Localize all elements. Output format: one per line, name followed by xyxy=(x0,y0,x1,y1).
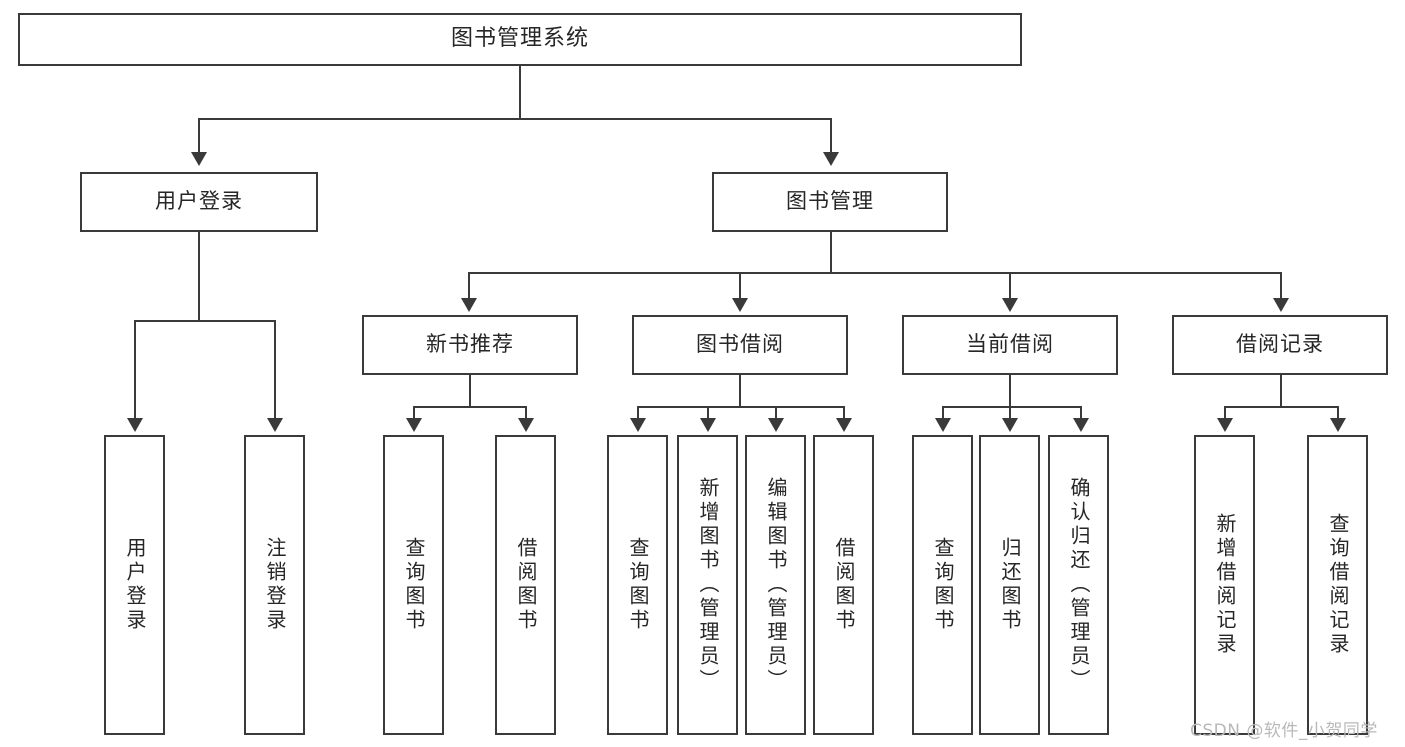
connector-book-borrow-leaf-3 xyxy=(775,406,777,418)
leaf-query-borrow-record[interactable]: 查询借阅记录 xyxy=(1307,435,1368,735)
connector-borrow-record-leaf-2 xyxy=(1337,406,1339,418)
node-label: 图书管理 xyxy=(786,189,874,214)
node-label: 注销登录 xyxy=(263,537,287,633)
arrowhead-leaf-add-record xyxy=(1217,418,1233,432)
node-label: 当前借阅 xyxy=(966,332,1054,357)
arrowhead-leaf-confirm-return xyxy=(1073,418,1089,432)
node-label: 查询图书 xyxy=(402,537,426,633)
arrowhead-leaf-return-book xyxy=(1002,418,1018,432)
node-new-book-recommend[interactable]: 新书推荐 xyxy=(362,315,578,375)
connector-user-login-to-leaf-1 xyxy=(134,320,136,418)
connector-current-borrow-leaf-1 xyxy=(942,406,944,418)
arrowhead-leaf-query-record xyxy=(1330,418,1346,432)
connector-to-borrow-record xyxy=(1280,272,1282,298)
node-label: 借阅图书 xyxy=(832,537,856,633)
connector-book-manage-stem xyxy=(830,232,832,272)
connector-book-borrow-leaf-2 xyxy=(707,406,709,418)
node-user-login[interactable]: 用户登录 xyxy=(80,172,318,232)
connector-book-borrow-bus xyxy=(637,406,843,408)
connector-current-borrow-leaf-3 xyxy=(1080,406,1082,418)
connector-book-borrow-stem xyxy=(739,375,741,406)
arrowhead-book-borrow xyxy=(732,298,748,312)
node-label: 新书推荐 xyxy=(426,332,514,357)
csdn-watermark: CSDN @软件_小贺同学 xyxy=(1190,721,1378,741)
node-label: 借阅图书 xyxy=(514,537,538,633)
connector-root-to-user-login xyxy=(198,118,200,152)
connector-to-new-book xyxy=(468,272,470,298)
arrowhead-borrow-record xyxy=(1273,298,1289,312)
connector-current-borrow-bus xyxy=(942,406,1080,408)
arrowhead-user-login xyxy=(191,152,207,166)
node-label: 用户登录 xyxy=(123,537,147,633)
connector-user-login-stem xyxy=(198,232,200,320)
connector-root-stem xyxy=(519,66,521,118)
arrowhead-leaf-logout xyxy=(267,418,283,432)
connector-to-current-borrow xyxy=(1009,272,1011,298)
node-label: 图书管理系统 xyxy=(450,26,589,52)
node-label: 确认归还（管理员） xyxy=(1067,477,1091,693)
node-current-borrow[interactable]: 当前借阅 xyxy=(902,315,1118,375)
connector-new-book-stem xyxy=(469,375,471,406)
leaf-add-borrow-record[interactable]: 新增借阅记录 xyxy=(1194,435,1255,735)
leaf-query-book-borrow[interactable]: 查询图书 xyxy=(607,435,668,735)
arrowhead-leaf-query-book-1 xyxy=(406,418,422,432)
arrowhead-new-book-recommend xyxy=(461,298,477,312)
arrowhead-leaf-borrow-book-1 xyxy=(518,418,534,432)
connector-book-borrow-leaf-1 xyxy=(637,406,639,418)
node-label: 用户登录 xyxy=(155,189,243,214)
arrowhead-leaf-add-book xyxy=(700,418,716,432)
node-book-management[interactable]: 图书管理 xyxy=(712,172,948,232)
connector-borrow-record-stem xyxy=(1280,375,1282,406)
connector-current-borrow-leaf-2 xyxy=(1009,406,1011,418)
node-label: 查询图书 xyxy=(931,537,955,633)
node-label: 查询图书 xyxy=(626,537,650,633)
leaf-confirm-return-admin[interactable]: 确认归还（管理员） xyxy=(1048,435,1109,735)
leaf-logout[interactable]: 注销登录 xyxy=(244,435,305,735)
arrowhead-leaf-edit-book xyxy=(768,418,784,432)
connector-new-book-leaf-1 xyxy=(413,406,415,418)
node-label: 归还图书 xyxy=(998,537,1022,633)
connector-new-book-leaf-2 xyxy=(525,406,527,418)
connector-book-manage-bus xyxy=(468,272,1280,274)
node-label: 查询借阅记录 xyxy=(1326,513,1350,657)
leaf-query-book-recommend[interactable]: 查询图书 xyxy=(383,435,444,735)
leaf-user-login[interactable]: 用户登录 xyxy=(104,435,165,735)
arrowhead-leaf-user-login xyxy=(127,418,143,432)
connector-new-book-bus xyxy=(413,406,525,408)
connector-user-login-to-leaf-2 xyxy=(274,320,276,418)
node-book-borrow[interactable]: 图书借阅 xyxy=(632,315,848,375)
node-borrow-record[interactable]: 借阅记录 xyxy=(1172,315,1388,375)
arrowhead-leaf-query-book-3 xyxy=(935,418,951,432)
arrowhead-book-manage xyxy=(823,152,839,166)
node-label: 图书借阅 xyxy=(696,332,784,357)
node-label: 新增图书（管理员） xyxy=(696,477,720,693)
connector-to-book-borrow xyxy=(739,272,741,298)
node-label: 借阅记录 xyxy=(1236,332,1324,357)
arrowhead-leaf-borrow-book-2 xyxy=(836,418,852,432)
node-label: 新增借阅记录 xyxy=(1213,513,1237,657)
leaf-query-book-current[interactable]: 查询图书 xyxy=(912,435,973,735)
connector-root-to-book-manage xyxy=(830,118,832,152)
connector-user-login-bus xyxy=(134,320,274,322)
leaf-borrow-book[interactable]: 借阅图书 xyxy=(813,435,874,735)
connector-borrow-record-bus xyxy=(1224,406,1337,408)
node-label: 编辑图书（管理员） xyxy=(764,477,788,693)
leaf-borrow-book-recommend[interactable]: 借阅图书 xyxy=(495,435,556,735)
connector-book-borrow-leaf-4 xyxy=(843,406,845,418)
arrowhead-leaf-query-book-2 xyxy=(630,418,646,432)
leaf-edit-book-admin[interactable]: 编辑图书（管理员） xyxy=(745,435,806,735)
connector-borrow-record-leaf-1 xyxy=(1224,406,1226,418)
node-root-library-system[interactable]: 图书管理系统 xyxy=(18,13,1022,66)
leaf-add-book-admin[interactable]: 新增图书（管理员） xyxy=(677,435,738,735)
leaf-return-book[interactable]: 归还图书 xyxy=(979,435,1040,735)
connector-root-bus xyxy=(198,118,830,120)
connector-current-borrow-stem xyxy=(1009,375,1011,406)
arrowhead-current-borrow xyxy=(1002,298,1018,312)
